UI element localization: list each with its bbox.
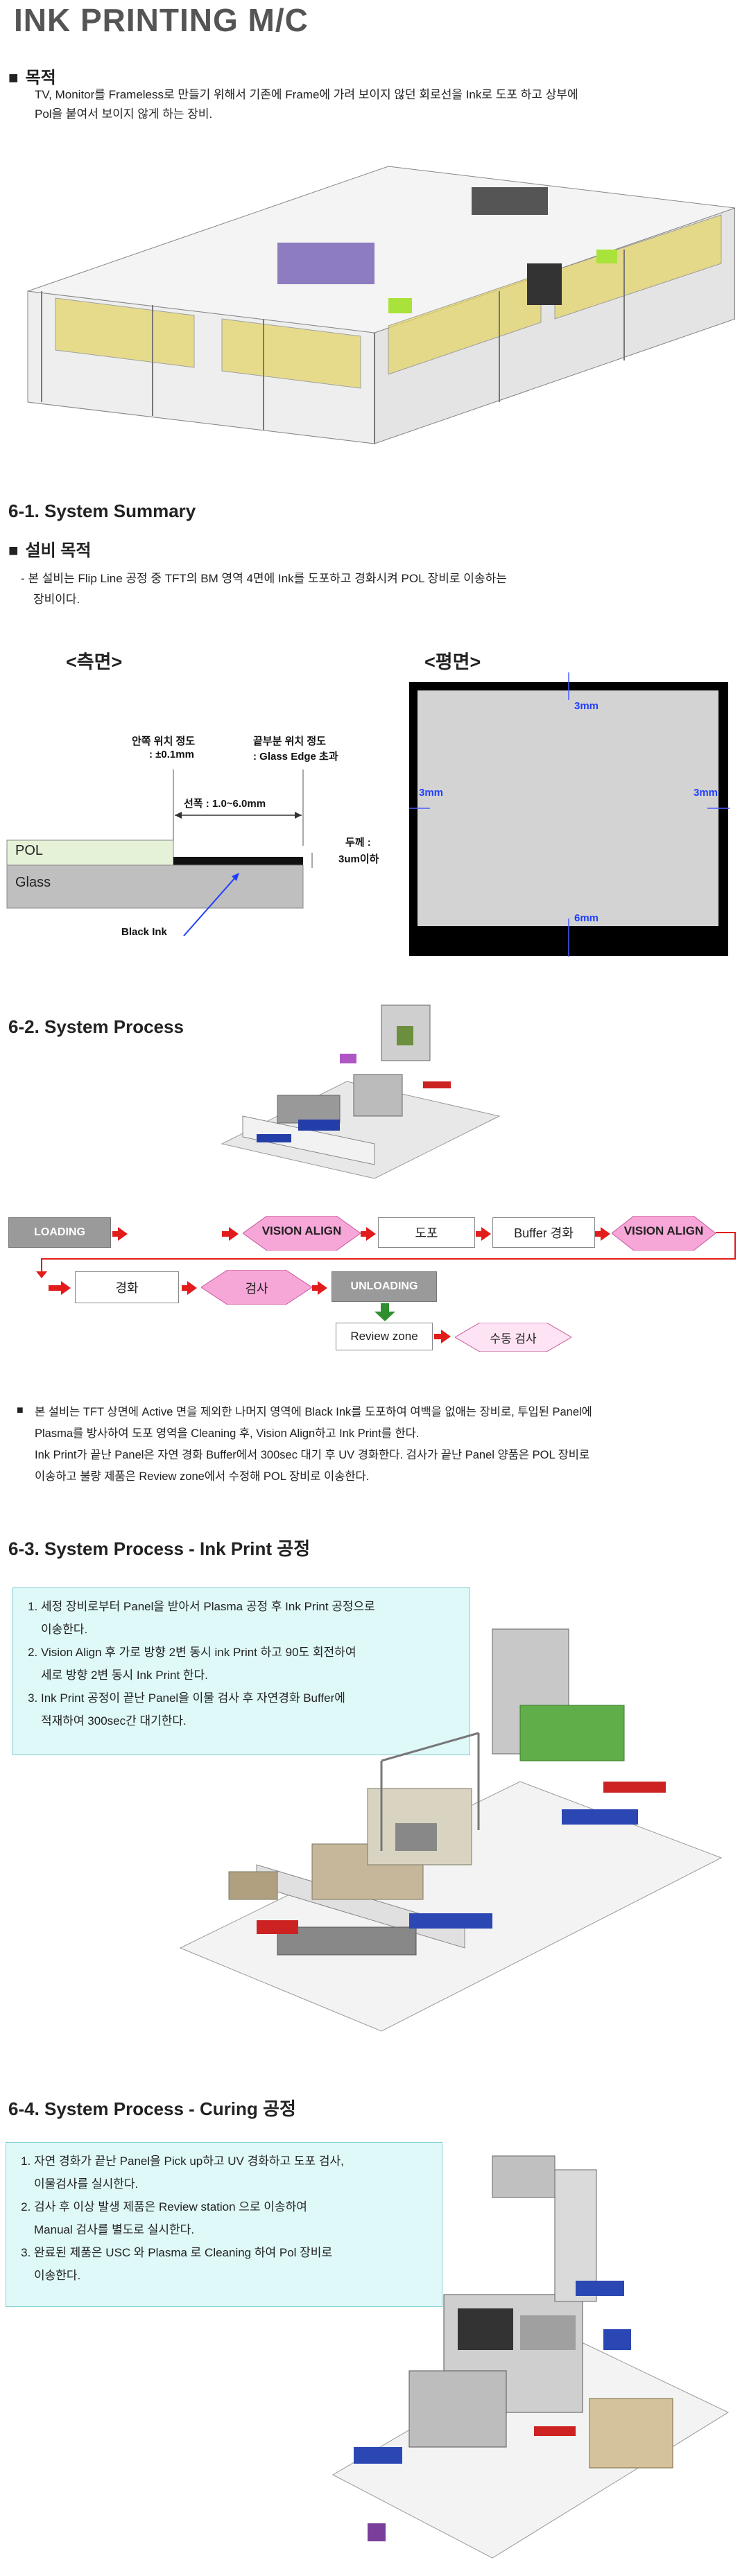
curing-item-1: 자연 경화가 끝난 Panel을 Pick up하고 UV 경화하고 도포 검사… (34, 2150, 432, 2195)
ink-print-item-2: Vision Align 후 가로 방향 2변 동시 ink Print 하고 … (41, 1641, 460, 1687)
vision-align-1-shape (243, 1216, 361, 1251)
left-margin-label: 3mm (419, 787, 444, 799)
bottom-margin-label: 6mm (574, 912, 599, 924)
curing-item-3: 완료된 제품은 USC 와 Plasma 로 Cleaning 하여 Pol 장… (34, 2241, 432, 2287)
system-process-machine-image (221, 1004, 501, 1179)
right-margin-label: 3mm (694, 787, 718, 799)
curing-notes: 자연 경화가 끝난 Panel을 Pick up하고 UV 경화하고 도포 검사… (6, 2142, 442, 2307)
process-desc-line-2: Plasma를 방사하여 도포 영역을 Cleaning 후, Vision A… (35, 1427, 420, 1440)
dopo-box: 도포 (378, 1217, 475, 1248)
purpose-heading: 목적 (8, 64, 56, 88)
unloading-box: UNLOADING (332, 1271, 437, 1302)
summary-line-2: 장비이다. (33, 593, 80, 606)
desc-bullet: ■ (17, 1404, 24, 1416)
summary-line-1: - 본 설비는 Flip Line 공정 중 TFT의 BM 영역 4면에 In… (21, 572, 507, 585)
process-heading: 6-2. System Process (8, 1016, 184, 1037)
vision-align-1-label: VISION ALIGN (261, 1224, 342, 1237)
inner-position-value: : ±0.1mm (149, 749, 194, 760)
line-width-label: 선폭 : 1.0~6.0mm (184, 798, 266, 810)
pol-layer-label: POL (15, 843, 44, 858)
top-view-diagram (409, 672, 730, 957)
process-desc-line-1: 본 설비는 TFT 상면에 Active 면을 제외한 나머지 영역에 Blac… (35, 1406, 592, 1418)
curing-machine-image (332, 2155, 730, 2559)
ink-print-item-1: 세정 장비로부터 Panel을 받아서 Plasma 공정 후 Ink Prin… (41, 1595, 460, 1641)
flow-connector (36, 1232, 736, 1278)
vision-align-2-shape (612, 1216, 716, 1251)
inspection-shape (201, 1270, 312, 1305)
review-zone-box: Review zone (336, 1323, 433, 1350)
inner-position-title: 안쪽 위치 정도 (132, 736, 196, 747)
buffer-curing-box: Buffer 경화 (492, 1217, 595, 1248)
down-arrow (374, 1303, 395, 1321)
inspection-label: 검사 (245, 1282, 268, 1296)
curing-box: 경화 (75, 1271, 179, 1303)
ink-print-heading: 6-3. System Process - Ink Print 공정 (8, 1538, 311, 1559)
ink-print-machine-image (179, 1628, 723, 2032)
purpose-line-1: TV, Monitor를 Frameless로 만들기 위해서 기존에 Fram… (35, 88, 578, 101)
ink-print-notes: 세정 장비로부터 Panel을 받아서 Plasma 공정 후 Ink Prin… (12, 1587, 470, 1755)
summary-heading: 6-1. System Summary (8, 501, 196, 521)
loading-box: LOADING (8, 1217, 111, 1248)
curing-item-2: 검사 후 이상 발생 제품은 Review station 으로 이송하여Man… (34, 2195, 432, 2241)
ink-printing-machine-image (27, 166, 735, 444)
top-view-label: <평면> (424, 652, 481, 672)
thickness-value: 3um이하 (338, 853, 379, 865)
purpose-line-2: Pol을 붙여서 보이지 않게 하는 장비. (35, 107, 213, 121)
glass-layer-label: Glass (15, 875, 51, 890)
process-desc-line-3: Ink Print가 끝난 Panel은 자연 경화 Buffer에서 300s… (35, 1449, 590, 1461)
black-ink-label: Black Ink (121, 926, 167, 938)
edge-position-title: 끝부분 위치 정도 (253, 736, 326, 747)
summary-sub-heading: 설비 목적 (8, 537, 92, 561)
process-description: 본 설비는 TFT 상면에 Active 면을 제외한 나머지 영역에 Blac… (35, 1402, 592, 1488)
manual-inspection-shape (455, 1323, 571, 1352)
edge-position-value: : Glass Edge 초과 (253, 751, 338, 763)
curing-heading: 6-4. System Process - Curing 공정 (8, 2098, 296, 2119)
manual-inspection-label: 수동 검사 (490, 1332, 537, 1346)
side-view-label: <측면> (66, 652, 123, 672)
process-desc-line-4: 이송하고 불량 제품은 Review zone에서 수정해 POL 장비로 이송… (35, 1470, 370, 1483)
vision-align-2-label: VISION ALIGN (623, 1224, 704, 1237)
side-view-diagram (6, 769, 313, 936)
top-margin-label: 3mm (574, 700, 599, 712)
ink-print-item-3: Ink Print 공정이 끝난 Panel을 이물 검사 후 자연경화 Buf… (41, 1687, 460, 1732)
thickness-title: 두께 : (345, 837, 371, 848)
page-title: INK PRINTING M/C (14, 2, 309, 38)
